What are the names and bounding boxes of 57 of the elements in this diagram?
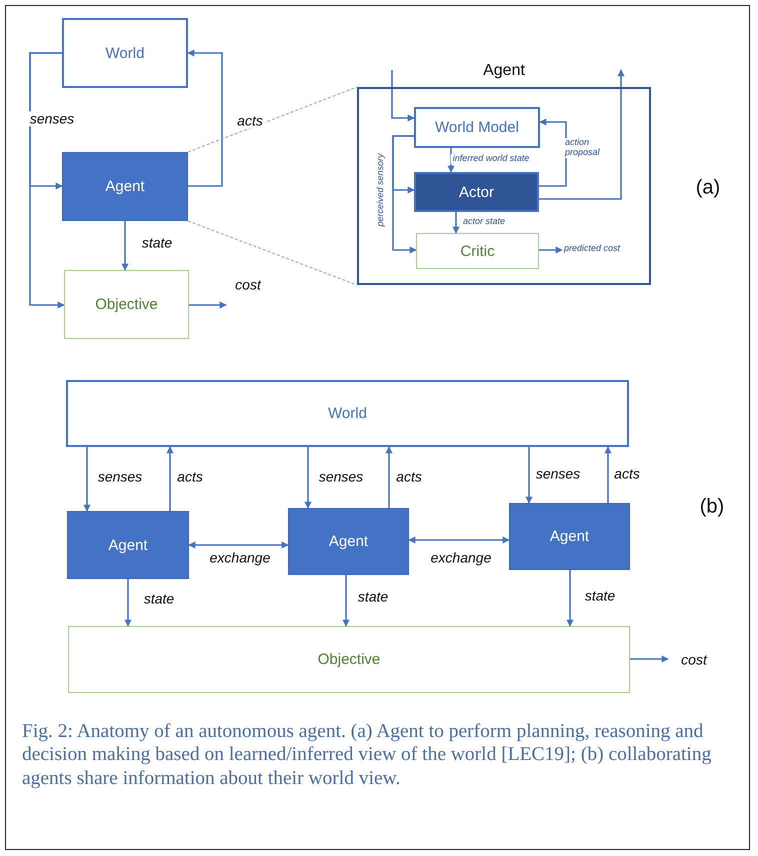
node-label: Actor — [458, 184, 494, 200]
node-label: World Model — [435, 119, 519, 136]
node-label: Objective — [95, 296, 158, 313]
arrow — [526, 447, 532, 504]
arrow — [408, 536, 510, 544]
process-box — [288, 508, 409, 575]
panel-label: (b) — [700, 496, 724, 518]
arrow — [84, 447, 90, 512]
node-label: World — [106, 44, 144, 62]
arrow — [452, 212, 460, 234]
arrow — [122, 221, 128, 271]
process-box — [62, 152, 188, 221]
process-box — [62, 18, 188, 88]
process-box — [68, 626, 630, 693]
arrow — [166, 446, 174, 511]
edge-label: perceived sensory — [376, 151, 386, 229]
edge-label: inferred world state — [450, 154, 532, 164]
process-box — [64, 270, 189, 339]
node-label: World — [328, 405, 367, 422]
process-box — [509, 503, 630, 570]
panel-label: (a) — [696, 176, 720, 200]
arrow — [539, 246, 563, 254]
zoom-line — [188, 86, 358, 152]
arrow — [448, 148, 454, 173]
node-label: Critic — [460, 242, 495, 260]
arrow — [386, 446, 392, 508]
edge-label: exchange — [428, 550, 494, 566]
process-box — [414, 172, 539, 212]
process-box — [414, 107, 540, 148]
node-label: Agent — [105, 178, 145, 195]
arrow — [342, 575, 350, 627]
container-title: Agent — [482, 62, 526, 80]
process-box — [66, 380, 629, 447]
arrow — [604, 446, 612, 503]
arrow — [630, 656, 669, 662]
arrow — [566, 570, 574, 627]
arrow — [124, 579, 132, 627]
arrow — [391, 70, 415, 122]
edge-label: senses — [28, 111, 76, 127]
arrow — [188, 542, 289, 548]
arrow — [539, 69, 624, 200]
process-box — [67, 511, 189, 579]
node-label: Agent — [328, 533, 368, 550]
zoom-line — [188, 220, 358, 286]
figure-caption: Fig. 2: Anatomy of an autonomous agent. (a) Agent to perform planning, reasoning and decision making based on learned/inferred view of the world [LEC19]; (b) collaborating agents share information about their world view. — [22, 720, 712, 790]
arrow — [187, 50, 223, 187]
process-box — [416, 233, 539, 269]
node-label: Agent — [550, 528, 590, 545]
arrow — [189, 302, 227, 308]
edge-label: actor state — [460, 217, 508, 227]
arrow — [29, 52, 65, 308]
node-label: Agent — [108, 536, 148, 554]
arrow — [304, 447, 312, 509]
arrow — [392, 135, 417, 254]
node-label: Objective — [318, 651, 380, 668]
edge-label: predicted cost — [562, 244, 622, 254]
edge-label: exchange — [208, 550, 272, 566]
